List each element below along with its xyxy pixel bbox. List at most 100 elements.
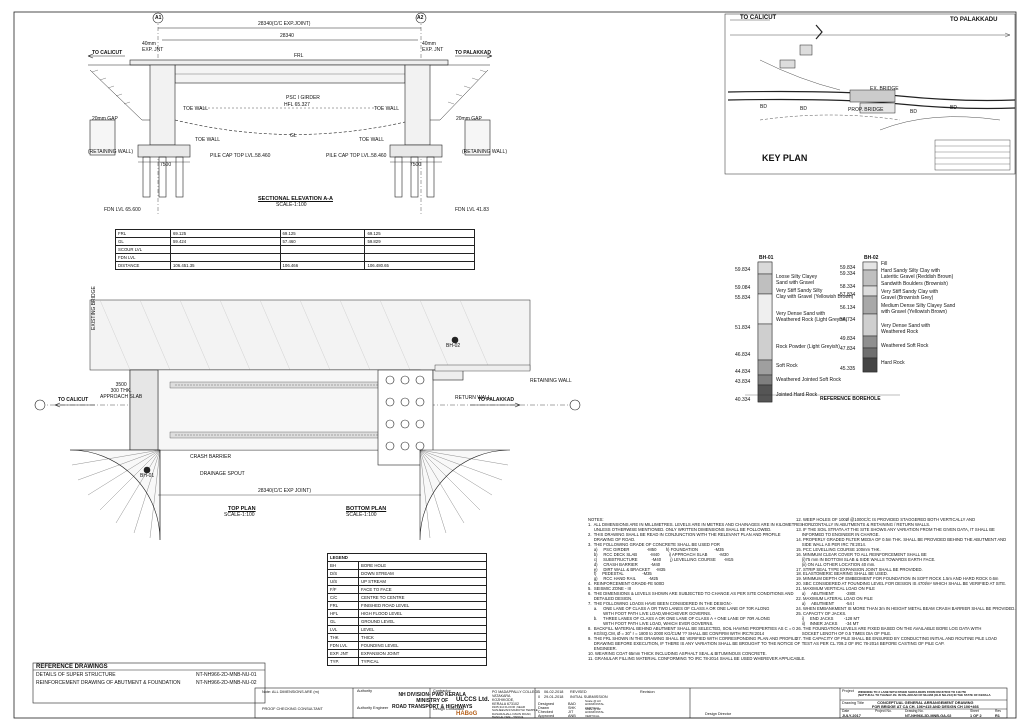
- label-to-palakkad-elev: TO PALAKKAD: [455, 50, 491, 56]
- label-pile-cap-left: PILE CAP TOP LVL.58.460: [210, 153, 271, 159]
- label-ex-bridge: EX. BRIDGE: [870, 86, 899, 92]
- legend-code: BH: [327, 561, 359, 570]
- bh02-stratum: Very Dense Sand with Weathered Rock: [881, 323, 931, 335]
- habog-logo: HABoG: [456, 711, 478, 717]
- habog-address: #105,3rd FLOOR ,NEAR SANJEEVANI MARUTHI …: [492, 705, 539, 720]
- note-all-dims: Note: ALL DIMENSIONS ARE (m): [262, 690, 320, 694]
- key-plan-title: KEY PLAN: [762, 153, 808, 163]
- legend-code: LVL: [327, 625, 359, 634]
- legend-desc: DOWN STREAM: [358, 569, 487, 578]
- dim-7500-left: 7500: [160, 162, 172, 168]
- revision-rev: 1: [538, 690, 541, 694]
- bh01-level: 46.834: [735, 352, 751, 358]
- legend-code: GL: [327, 617, 359, 626]
- bh02-level: 58.334: [840, 284, 856, 290]
- legend-desc: THICK: [358, 633, 487, 642]
- label-gap-left: 20mm GAP: [92, 116, 118, 122]
- label-fdn-right: FDN LVL 41.83: [455, 207, 489, 213]
- label-gap-right: 20mm GAP: [456, 116, 482, 122]
- label-toe-wall-r1: TOE WALL: [374, 106, 400, 112]
- bh02-title: BH-02: [864, 255, 879, 261]
- bottom-plan-title: BOTTOM PLAN: [346, 506, 387, 512]
- bh01-level: 40.334: [735, 397, 751, 403]
- label-return-wall: RETURN WALL: [455, 395, 491, 401]
- label-approach-slab: 3500 300 THK. APPROACH SLAB: [100, 382, 143, 400]
- bh02-stratum: Medium Dense Silty Clayey Sand with Grav…: [881, 303, 956, 315]
- bh02-level: 54.734: [840, 317, 856, 323]
- bottom-plan-scale: SCALE-1:100: [346, 512, 377, 518]
- bh01-level: 44.834: [735, 369, 751, 375]
- label-toe-wall-l1: TOE WALL: [183, 106, 209, 112]
- contractor-address: PO MADAPPALLY COLLEGE VATAKARA KOZHIKODE…: [492, 690, 540, 707]
- sign-role: Designed: [538, 702, 555, 706]
- span-dimension: 28340: [280, 33, 294, 39]
- bh01-stratum: Very Dense Sand with Weathered Rock (Lig…: [776, 311, 848, 323]
- legend-desc: UP STREAM: [358, 577, 487, 586]
- bh01-stratum: Weathered Jointed Soft Rock: [776, 377, 841, 383]
- revision-date: 29-01-2018: [544, 695, 564, 699]
- label-drainage-spout: DRAINAGE SPOUT: [200, 471, 245, 477]
- plan-views: [34, 299, 581, 541]
- legend-desc: HIGH FLOOD LEVEL: [358, 609, 487, 618]
- date-value: JULY-2017: [842, 714, 861, 718]
- revision-header: Revision: [640, 690, 655, 694]
- level-row-label: GL: [115, 237, 171, 246]
- abutment-a1-marker: A1: [155, 15, 162, 21]
- label-to-palakkadu-key: TO PALAKKADU: [950, 17, 998, 23]
- label-hfl: HFL 65.327: [284, 102, 310, 108]
- exp-joint-left: 40mm EXP. JNT: [142, 41, 164, 53]
- label-bd: BD: [800, 106, 807, 112]
- design-director-label: Design Director: [705, 712, 732, 716]
- project-name: WIDENING TO 2 LANE WITH PAVED SHOULDERS …: [858, 690, 991, 698]
- project-label: Project: [842, 689, 854, 693]
- level-cell: 69.125: [364, 229, 475, 238]
- level-cell: [279, 253, 366, 262]
- top-plan-title: TOP PLAN: [228, 506, 256, 512]
- legend-desc: LEVEL: [358, 625, 487, 634]
- sign-name: ANB: [568, 714, 576, 718]
- level-cell: 59.829: [364, 237, 475, 246]
- revision-desc: REVISED: [570, 690, 587, 694]
- legend-code: F/F: [327, 585, 359, 594]
- authority-label: Authority: [357, 689, 372, 693]
- proof-checking-consultant: PROOF CHECKING CONSULTANT: [262, 707, 323, 711]
- label-psc-girder: PSC I GIRDER: [286, 95, 320, 101]
- label-crash-barrier: CRASH BARRIER: [190, 454, 232, 460]
- bh01-stratum: Very Stiff Sandy Silty Clay with Gravel …: [776, 288, 854, 300]
- level-cell: 59.424: [170, 237, 281, 246]
- legend-desc: FACE TO FACE: [358, 585, 487, 594]
- sheet-label: Sheet: [970, 709, 979, 713]
- bh02-level: 56.134: [840, 305, 856, 311]
- bh02-level: 59.334: [840, 271, 856, 277]
- table-row: SCOUR LVL: [115, 245, 475, 254]
- label-pile-cap-right: PILE CAP TOP LVL.58.460: [326, 153, 387, 159]
- legend-desc: FOUNDING LEVEL: [358, 641, 487, 650]
- label-toe-wall-l2: TOE WALL: [195, 137, 221, 143]
- drawing-no-label: Drawing No.: [905, 709, 924, 713]
- level-row-label: FRL: [115, 229, 171, 238]
- reference-drawing-desc: REINFORCEMENT DRAWING OF ABUTMENT & FOUN…: [36, 680, 181, 686]
- contractor-label: Contractor: [433, 689, 451, 693]
- sign-scale: Scale @ A3 HORIZONTAL VERTICAL: [585, 699, 605, 710]
- overall-dimension: 28340(C/C EXP.JOINT): [258, 21, 311, 27]
- bh01-stratum: Jointed Hard Rock: [776, 392, 818, 398]
- sectional-elevation-title: SECTIONAL ELEVATION A-A: [258, 196, 333, 202]
- legend-desc: EXPANSION JOINT: [358, 649, 487, 658]
- key-plan-map: [724, 13, 1016, 175]
- bh02-stratum: Weathered Soft Rock: [881, 343, 929, 349]
- legend-code: THK: [327, 633, 359, 642]
- project-no-label: Project No.: [875, 709, 892, 713]
- bh01-stratum: Soft Rock: [776, 363, 798, 369]
- dim-7500-right: 7500: [410, 162, 422, 168]
- legend-desc: BORE HOLE: [358, 561, 487, 570]
- drawing-title-label: Drawing Title: [842, 701, 864, 705]
- bh02-stratum: Fill: [881, 261, 888, 267]
- level-cell: 106.480.65: [364, 261, 475, 270]
